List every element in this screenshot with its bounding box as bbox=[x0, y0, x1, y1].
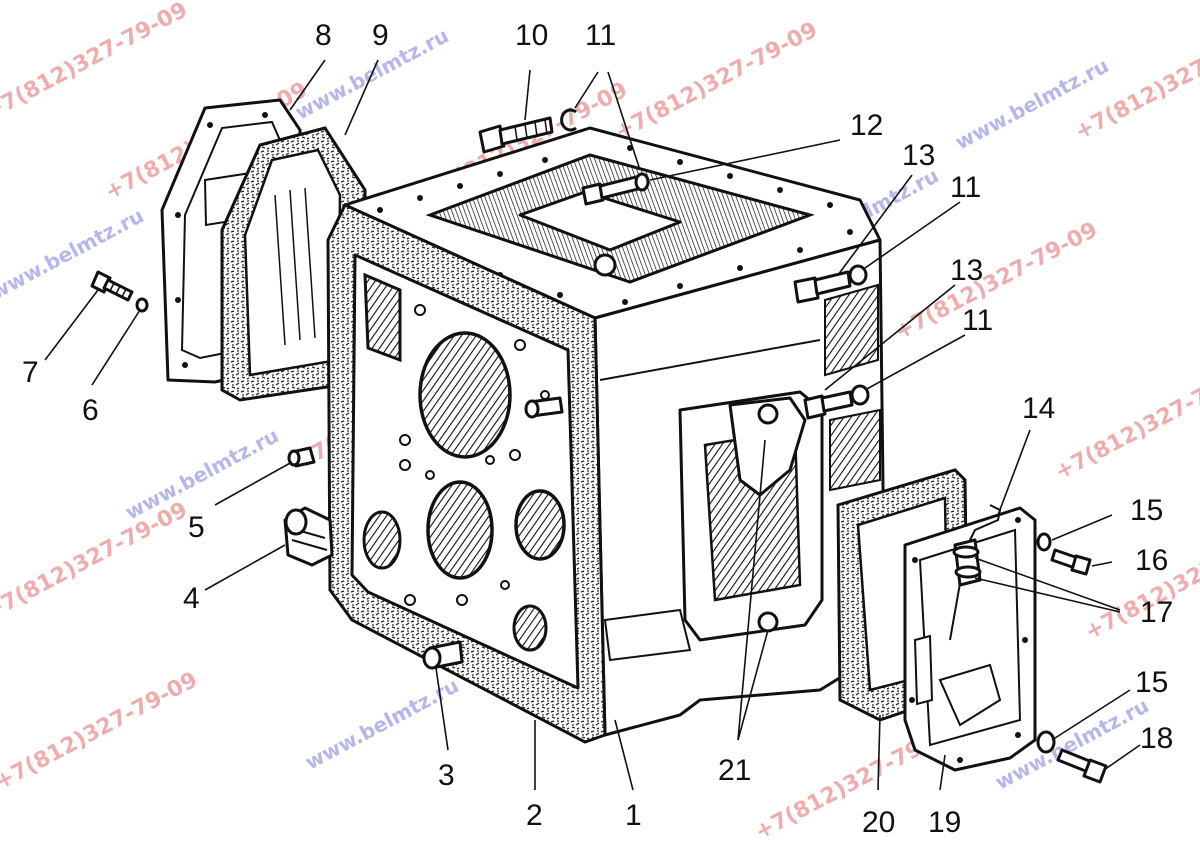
front-face-bolt-holes bbox=[399, 304, 550, 606]
part-13-bolt-upper bbox=[793, 270, 852, 304]
callout-21: 21 bbox=[718, 754, 751, 787]
part-19-side-cover bbox=[903, 506, 1037, 772]
callout-2: 2 bbox=[526, 799, 543, 832]
housing-bores bbox=[362, 272, 566, 652]
part-19-bolt-holes bbox=[909, 517, 1028, 763]
part-6-washer bbox=[135, 297, 149, 313]
part-17-seal-plug bbox=[952, 538, 982, 587]
callout-19: 19 bbox=[928, 806, 961, 839]
callout-16: 16 bbox=[1135, 544, 1168, 577]
part-10-bolt bbox=[478, 116, 554, 154]
part-15-washer-lower bbox=[1036, 730, 1056, 754]
callout-7: 7 bbox=[22, 356, 39, 389]
part-16-bolt bbox=[1050, 548, 1092, 576]
part-7-bolt bbox=[90, 270, 134, 302]
watermark-phone: +7(812)327-79-09 bbox=[611, 17, 822, 145]
callout-1: 1 bbox=[625, 799, 642, 832]
callout-18: 18 bbox=[1140, 722, 1173, 755]
part-11-lock-washer-top bbox=[560, 108, 577, 132]
part-2-front-gasket bbox=[326, 203, 607, 744]
part-1-gearbox-housing bbox=[343, 126, 887, 737]
callout-3: 3 bbox=[438, 759, 455, 792]
callout-10: 10 bbox=[515, 19, 548, 52]
callout-11-top: 11 bbox=[585, 19, 616, 52]
callout-8: 8 bbox=[315, 19, 332, 52]
part-11-washer-upper bbox=[848, 264, 868, 286]
callout-15-lower: 15 bbox=[1135, 666, 1168, 699]
part-12-bolt-top-cover bbox=[581, 172, 650, 206]
watermark-phone: +7(812)327-79-09 bbox=[0, 0, 192, 125]
watermark-phone: +7(812)327-79-09 bbox=[891, 217, 1102, 345]
callout-4: 4 bbox=[183, 582, 200, 615]
leader-lines bbox=[44, 59, 1141, 791]
part-11-washer-lower bbox=[850, 384, 870, 406]
callout-17: 17 bbox=[1140, 596, 1173, 629]
callout-20: 20 bbox=[862, 806, 895, 839]
part-4-plug bbox=[283, 506, 334, 567]
part-13-bolt-lower bbox=[803, 390, 854, 420]
callout-13-upper: 13 bbox=[902, 139, 935, 172]
callout-11-lower: 11 bbox=[962, 304, 993, 337]
callout-9: 9 bbox=[372, 19, 389, 52]
watermark-site: www.belmtz.ru bbox=[121, 423, 283, 524]
callout-13-lower: 13 bbox=[950, 254, 983, 287]
watermark-phone: +7(812)327-79-09 bbox=[1051, 357, 1200, 485]
watermark-phone: +7(812)327-79-09 bbox=[0, 497, 192, 625]
callout-12: 12 bbox=[850, 109, 883, 142]
callout-6: 6 bbox=[82, 394, 99, 427]
watermark-phone: +7(812)327-79-09 bbox=[0, 667, 202, 795]
callout-5: 5 bbox=[188, 511, 205, 544]
callout-labels: 1 2 3 4 5 6 7 8 9 10 11 12 13 11 13 11 1… bbox=[22, 19, 1173, 839]
callout-14: 14 bbox=[1022, 392, 1055, 425]
callout-11-upper: 11 bbox=[950, 171, 981, 204]
part-18-bolt bbox=[1056, 748, 1108, 784]
callout-15-upper: 15 bbox=[1130, 494, 1163, 527]
part-15-washer-upper bbox=[1036, 532, 1052, 552]
part-3-pin bbox=[422, 640, 464, 670]
part-5-small-plug bbox=[287, 446, 316, 468]
